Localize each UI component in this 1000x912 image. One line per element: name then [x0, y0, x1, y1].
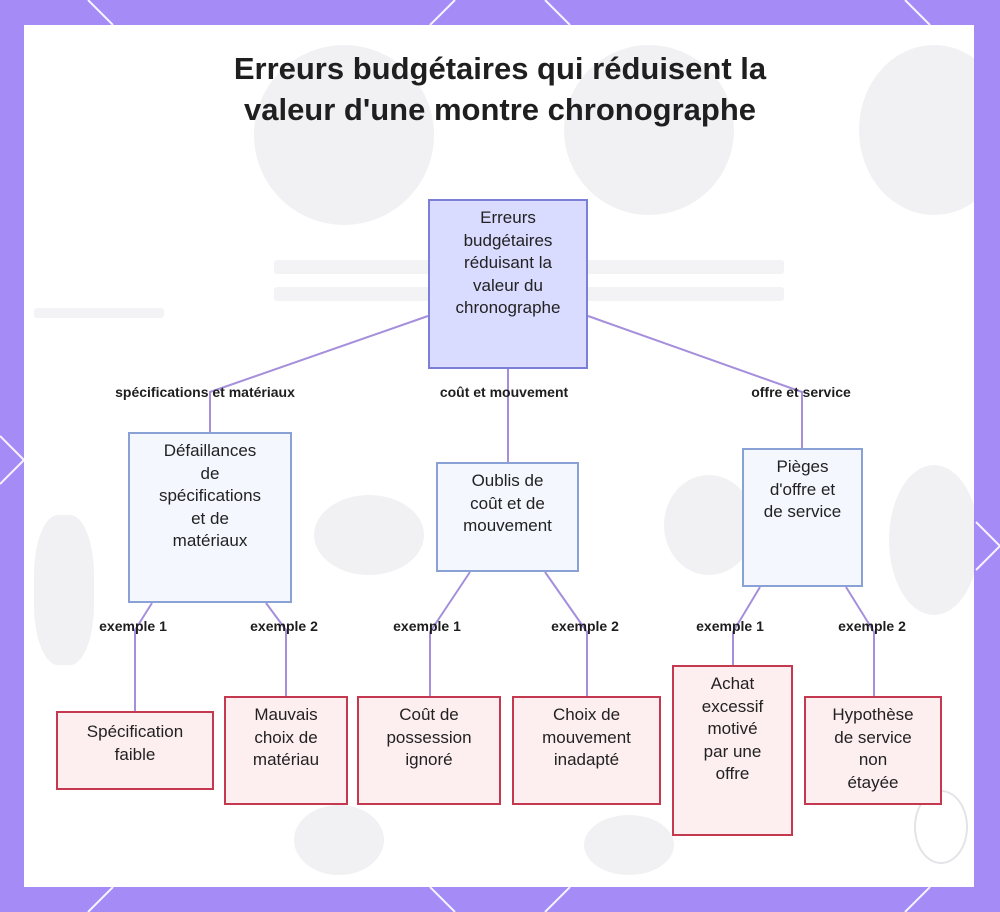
edge-specs-to-ex2	[265, 602, 287, 696]
edge-label-specs: spécifications et matériaux	[115, 384, 295, 400]
background-bar	[584, 260, 784, 274]
background-watch-shape	[294, 805, 384, 875]
node-text: possession	[386, 727, 472, 747]
edge-specs-to-ex1	[134, 602, 153, 711]
node-text: réduisant la	[464, 253, 552, 272]
background-watch-shape	[859, 45, 974, 215]
edge-root-to-specs	[209, 315, 429, 432]
category-node-cost: Oublis de coût et de mouvement	[436, 462, 579, 572]
node-text: Erreurs	[480, 208, 536, 227]
node-text: matériaux	[172, 531, 248, 550]
example-node-movement-choice: Choix de mouvement inadapté	[512, 696, 661, 805]
node-text: mouvement	[542, 727, 631, 747]
node-text: budgétaires	[463, 230, 553, 250]
node-text: inadapté	[553, 750, 620, 769]
node-text: faible	[114, 744, 156, 764]
example-node-material-choice: Mauvais choix de matériau	[224, 696, 348, 805]
edge-label-example: exemple 1	[696, 618, 764, 634]
node-text: Oublis de	[471, 471, 544, 490]
node-text: étayée	[847, 772, 899, 792]
node-text: Pièges	[776, 457, 829, 476]
edge-offer-to-ex1	[732, 586, 761, 665]
node-text: et de	[191, 508, 229, 528]
title-line-1: Erreurs budgétaires qui réduisent la	[233, 51, 767, 86]
title-line-2: valeur d'une montre chronographe	[243, 92, 757, 127]
background-watch-shape	[584, 815, 674, 875]
node-text: coût et de	[470, 493, 545, 513]
edge-offer-to-ex2	[845, 586, 875, 696]
node-text: chronographe	[455, 298, 561, 317]
node-text: motivé	[707, 719, 758, 738]
node-text: Spécification	[86, 722, 184, 741]
node-text: Achat	[710, 674, 755, 693]
edge-root-to-offer	[587, 315, 803, 448]
node-text: d'offre et	[769, 479, 836, 499]
background-watch-shape	[254, 45, 434, 225]
background-bar	[584, 287, 784, 301]
node-text: matériau	[252, 750, 320, 769]
example-node-service-assumption: Hypothèse de service non étayée	[804, 696, 942, 805]
diagram-title: Erreurs budgétaires qui réduisent la val…	[0, 48, 1000, 130]
node-text: non	[858, 750, 888, 769]
node-text: de	[200, 463, 220, 483]
background-watch-shape	[564, 45, 734, 215]
edge-label-example: exemple 2	[838, 618, 906, 634]
node-text: ignoré	[405, 750, 453, 769]
root-node: Erreurs budgétaires réduisant la valeur …	[428, 199, 588, 369]
background-watch-shape	[314, 495, 424, 575]
node-text: Coût de	[399, 705, 459, 724]
node-text: choix de	[254, 727, 318, 747]
node-text: valeur du	[473, 275, 543, 295]
background-bar	[34, 308, 164, 318]
edge-label-example: exemple 2	[551, 618, 619, 634]
background-watch-shape	[889, 465, 974, 615]
example-node-weak-spec: Spécification faible	[56, 711, 214, 790]
edge-label-cost: coût et mouvement	[439, 384, 569, 400]
edge-label-offer: offre et service	[751, 384, 851, 400]
edge-label-example: exemple 2	[250, 618, 318, 634]
node-text: de service	[834, 727, 912, 747]
node-text: Défaillances	[163, 441, 257, 460]
edge-label-example: exemple 1	[393, 618, 461, 634]
node-text: Mauvais	[254, 705, 318, 724]
edge-cost-to-ex1	[429, 571, 471, 696]
node-text: de service	[763, 502, 842, 521]
node-text: offre	[715, 764, 750, 783]
category-node-offer: Pièges d'offre et de service	[742, 448, 863, 587]
node-text: spécifications	[158, 486, 262, 505]
node-text: Hypothèse	[832, 705, 914, 724]
edge-label-example: exemple 1	[99, 618, 167, 634]
example-node-offer-overbuy: Achat excessif motivé par une offre	[672, 665, 793, 836]
node-text: excessif	[701, 696, 764, 716]
category-node-specs: Défaillances de spécifications et de mat…	[128, 432, 292, 603]
node-text: Choix de	[552, 705, 621, 724]
node-text: mouvement	[463, 516, 552, 535]
edge-cost-to-ex2	[544, 571, 588, 696]
node-text: par une	[703, 741, 762, 761]
example-node-ownership-cost: Coût de possession ignoré	[357, 696, 501, 805]
background-watch-shape	[664, 475, 754, 575]
background-watch-shape	[34, 515, 94, 665]
